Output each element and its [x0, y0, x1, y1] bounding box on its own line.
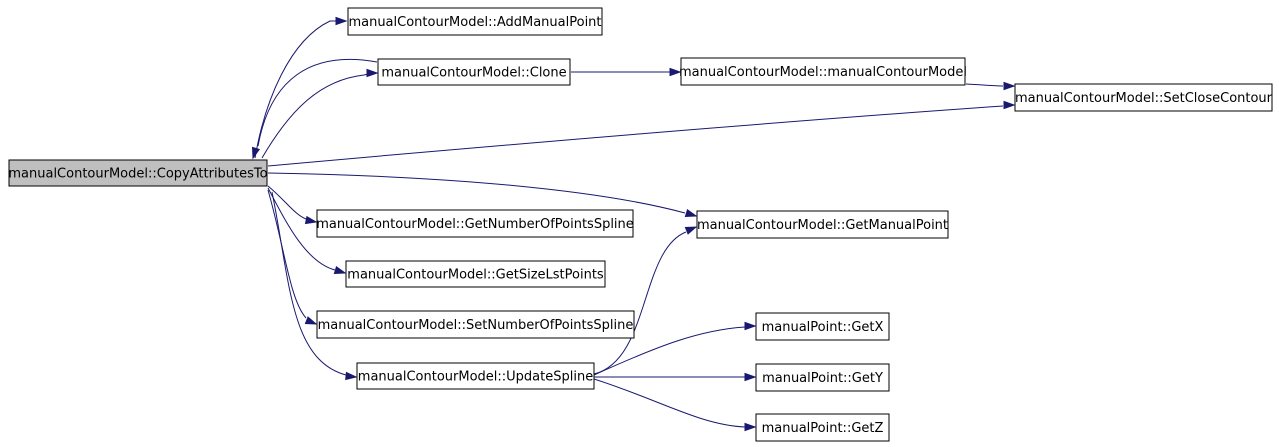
node-box[interactable] [696, 210, 949, 239]
node-get-x[interactable]: manualPoint::GetX [755, 312, 890, 341]
edge-copy_attributes_to-to-get_manual_point [267, 172, 698, 218]
arrowhead [345, 371, 358, 381]
edge-line [267, 172, 686, 214]
edge-line [261, 73, 369, 159]
node-get-number-of-points-spline[interactable]: manualContourModel::GetNumberOfPointsSpl… [316, 209, 634, 238]
node-label: manualContourModel::UpdateSpline [358, 370, 593, 385]
nodes-layer: manualContourModel::CopyAttributesTomanu… [8, 7, 1273, 442]
arrowhead [744, 372, 757, 382]
edge-update_spline-to-get_y [594, 372, 757, 382]
node-label: manualContourModel::SetCloseContour [1015, 91, 1273, 106]
arrowhead [684, 226, 698, 235]
edge-line [257, 58, 378, 147]
edge-line [267, 105, 1004, 167]
arrowhead [335, 16, 348, 26]
node-label: manualPoint::GetX [762, 320, 884, 335]
edge-update_spline-to-get_manual_point [593, 226, 698, 375]
arrowhead [333, 265, 347, 275]
node-label: manualContourModel::GetSizeLstPoints [347, 268, 604, 283]
edge-copy_attributes_to-to-set_close_contour [267, 100, 1016, 167]
node-box[interactable] [755, 413, 890, 442]
arrowhead [304, 316, 318, 325]
node-label: manualPoint::GetY [762, 371, 883, 386]
node-add-manual-point[interactable]: manualContourModel::AddManualPoint [347, 7, 603, 36]
edge-line [254, 20, 336, 159]
node-label: manualContourModel::CopyAttributesTo [8, 167, 267, 182]
node-constructor[interactable]: manualContourModel::manualContourModel [679, 57, 967, 86]
node-box[interactable] [316, 209, 634, 238]
edges-layer [251, 16, 1016, 432]
node-box[interactable] [755, 312, 890, 341]
arrowhead [1003, 81, 1016, 91]
edge-line [267, 185, 307, 220]
edge-clone-to-copy_attributes_to [251, 58, 378, 160]
edge-line [593, 378, 746, 428]
edge-clone-to-constructor [571, 67, 682, 77]
node-label: manualPoint::GetZ [762, 421, 884, 436]
edge-update_spline-to-get_x [593, 321, 757, 376]
node-get-size-lst-points[interactable]: manualContourModel::GetSizeLstPoints [345, 260, 606, 288]
arrowhead [744, 422, 757, 432]
node-label: manualContourModel::GetNumberOfPointsSpl… [316, 217, 634, 232]
edge-line [593, 326, 746, 376]
node-get-manual-point[interactable]: manualContourModel::GetManualPoint [696, 210, 949, 239]
node-box[interactable] [8, 159, 268, 187]
node-label: manualContourModel::manualContourModel [679, 65, 967, 80]
arrowhead [251, 146, 261, 160]
node-get-y[interactable]: manualPoint::GetY [755, 363, 890, 392]
edge-line [271, 191, 347, 376]
node-set-number-of-points-spline[interactable]: manualContourModel::SetNumberOfPointsSpl… [316, 310, 635, 339]
edge-copy_attributes_to-to-update_spline [271, 191, 358, 381]
arrowhead [304, 215, 318, 225]
node-box[interactable] [347, 7, 603, 36]
node-label: manualContourModel::AddManualPoint [348, 15, 601, 30]
arrowhead [366, 68, 379, 78]
edge-line [965, 83, 1004, 87]
arrowhead [684, 208, 698, 218]
node-copy-attributes-to[interactable]: manualContourModel::CopyAttributesTo [8, 159, 268, 187]
node-box[interactable] [680, 57, 966, 86]
node-update-spline[interactable]: manualContourModel::UpdateSpline [356, 362, 595, 390]
edge-copy_attributes_to-to-get_number_of_points_spline [267, 185, 318, 225]
edge-line [267, 189, 307, 319]
arrowhead [669, 67, 682, 77]
node-box[interactable] [316, 310, 635, 339]
node-label: manualContourModel::GetManualPoint [697, 218, 948, 233]
edge-copy_attributes_to-to-set_number_of_points_spline [267, 189, 318, 325]
edge-copy_attributes_to-to-clone [261, 68, 379, 159]
node-label: manualContourModel::Clone [381, 66, 566, 81]
edge-copy_attributes_to-to-add_manual_point [254, 16, 348, 159]
node-box[interactable] [377, 58, 571, 86]
node-clone[interactable]: manualContourModel::Clone [377, 58, 571, 86]
node-box[interactable] [1014, 83, 1273, 112]
edge-update_spline-to-get_z [593, 378, 757, 432]
node-box[interactable] [345, 260, 606, 288]
edge-line [593, 231, 687, 375]
arrowhead [744, 321, 757, 331]
node-get-z[interactable]: manualPoint::GetZ [755, 413, 890, 442]
node-box[interactable] [356, 362, 595, 390]
edge-constructor-to-set_close_contour [965, 81, 1016, 91]
node-box[interactable] [755, 363, 890, 392]
node-label: manualContourModel::SetNumberOfPointsSpl… [318, 318, 634, 333]
arrowhead [1003, 100, 1016, 110]
node-set-close-contour[interactable]: manualContourModel::SetCloseContour [1014, 83, 1273, 112]
